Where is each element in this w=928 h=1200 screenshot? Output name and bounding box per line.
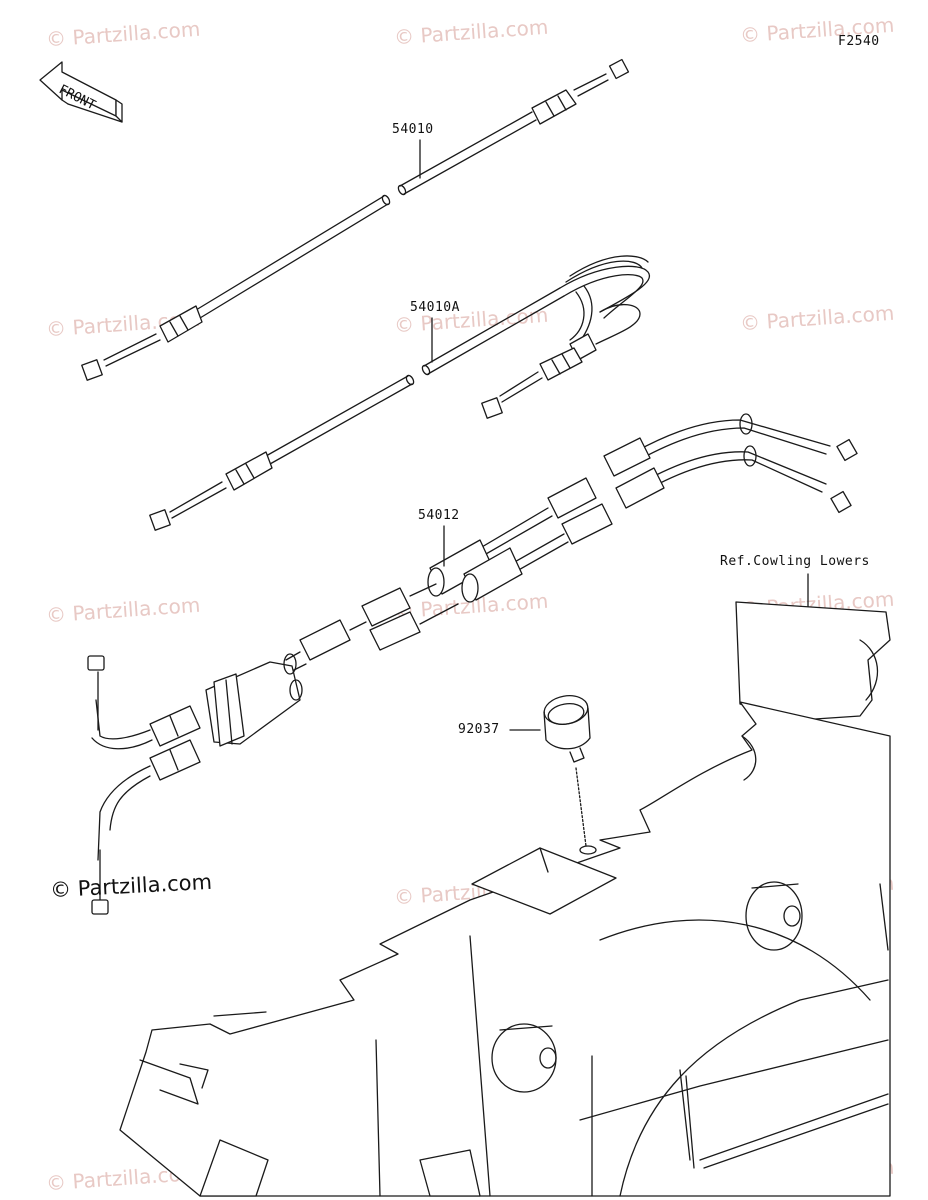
clamp-92037 xyxy=(543,695,591,763)
lower-cowling-reference xyxy=(119,601,891,1197)
part-label-54012: 54012 xyxy=(418,508,460,523)
part-label-54010A: 54010A xyxy=(410,300,460,315)
figure-code: F2540 xyxy=(838,34,880,49)
cable-54010A xyxy=(149,255,651,531)
install-line-92037 xyxy=(575,767,587,847)
cable-54012 xyxy=(87,413,858,915)
cowling-details xyxy=(139,639,889,1197)
cable-54010 xyxy=(81,58,630,381)
part-label-54010: 54010 xyxy=(392,122,434,137)
part-label-92037: 92037 xyxy=(458,722,500,737)
reference-label: Ref.Cowling Lowers xyxy=(720,554,870,569)
front-arrow-icon xyxy=(39,61,123,123)
mounting-hole xyxy=(579,845,597,855)
